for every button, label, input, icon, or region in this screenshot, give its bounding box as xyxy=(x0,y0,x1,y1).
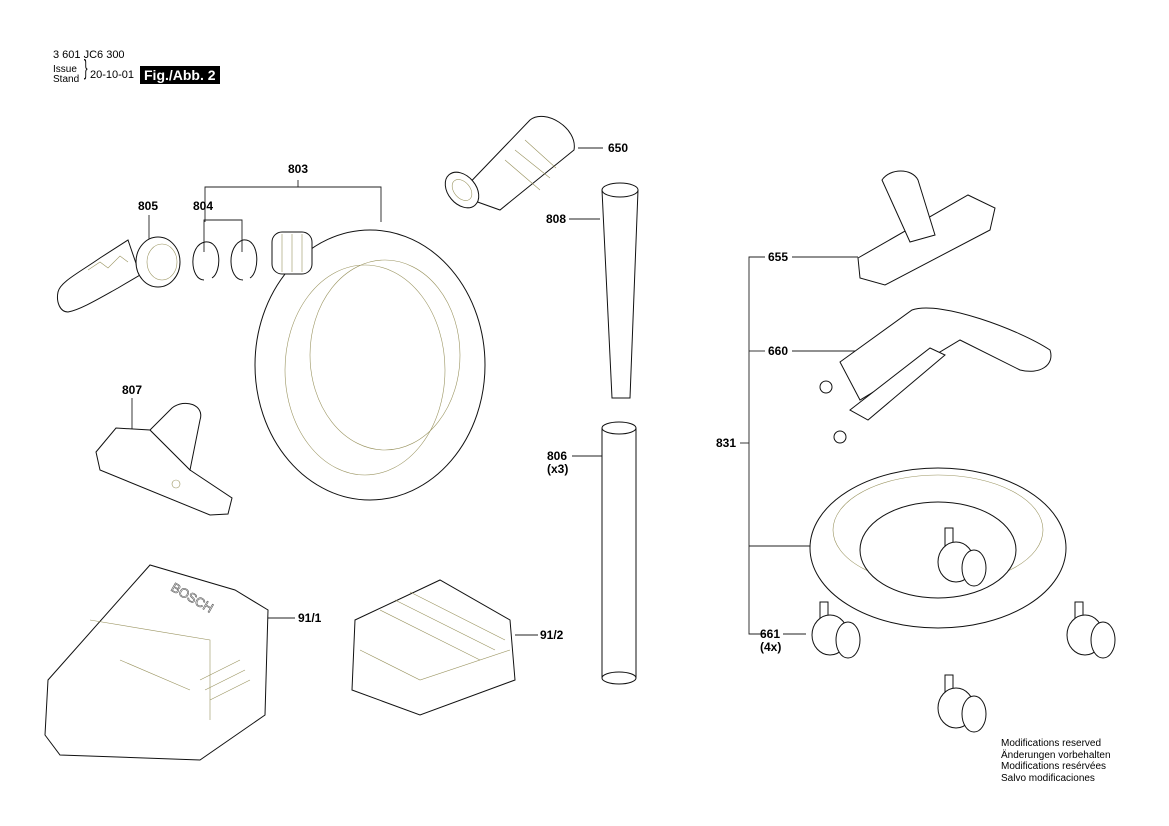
callout-91-1: 91/1 xyxy=(298,611,322,625)
caster-wheels-drawing xyxy=(811,527,1116,733)
document-number: 3 601 JC6 300 xyxy=(53,49,125,61)
leader-803 xyxy=(204,186,382,222)
note-en: Modifications reserved xyxy=(1001,738,1102,749)
issue-date: 20-10-01 xyxy=(90,69,135,81)
caster-wheel xyxy=(937,527,987,587)
hose-rings-drawing xyxy=(192,239,258,281)
note-fr: Modifications resérvées xyxy=(1001,761,1107,772)
note-es: Salvo modificaciones xyxy=(1001,772,1095,784)
trolley-base-drawing xyxy=(809,467,1067,629)
callout-808: 808 xyxy=(546,212,567,226)
upholstery-nozzle-drawing xyxy=(95,402,233,516)
charger-drawing: BOSCH xyxy=(44,564,269,761)
callout-655: 655 xyxy=(768,250,789,264)
extension-tube-drawing xyxy=(601,421,637,685)
floor-nozzle-drawing xyxy=(857,170,996,286)
issue-stand-labels: Issue Stand xyxy=(53,65,79,85)
hose-handle-drawing xyxy=(57,236,181,313)
callout-660: 660 xyxy=(768,344,789,358)
crevice-nozzle-drawing xyxy=(601,182,639,399)
brace-icon: } xyxy=(83,55,88,80)
battery-drawing xyxy=(351,579,516,716)
figure-label: Fig./Abb. 2 xyxy=(140,66,220,84)
callout-806-id: 806 xyxy=(547,449,568,463)
callout-661: 661 (4x) xyxy=(760,628,781,654)
callout-661-qty: (4x) xyxy=(760,640,782,654)
caster-wheel xyxy=(1066,601,1116,659)
modifications-note: Modifications reserved Änderungen vorbeh… xyxy=(1001,738,1111,784)
leader-lines xyxy=(131,147,858,636)
hose-drawing xyxy=(254,229,486,501)
leader-831 xyxy=(748,256,765,635)
leader-804 xyxy=(203,219,243,252)
caster-wheel xyxy=(937,674,987,733)
caster-wheel xyxy=(811,601,861,659)
callout-91-2: 91/2 xyxy=(540,628,564,642)
callout-805: 805 xyxy=(138,199,159,213)
callout-806: 806 (x3) xyxy=(547,450,568,476)
issue-label: Issue xyxy=(53,64,77,75)
callout-806-qty: (x3) xyxy=(547,462,569,476)
callout-807: 807 xyxy=(122,383,143,397)
callout-831: 831 xyxy=(716,436,737,450)
callout-804: 804 xyxy=(193,199,214,213)
stand-label: Stand xyxy=(53,74,80,85)
callout-803: 803 xyxy=(288,162,309,176)
note-de: Änderungen vorbehalten xyxy=(1001,749,1111,761)
shoulder-strap-drawing xyxy=(819,307,1052,444)
callout-650: 650 xyxy=(608,141,629,155)
callout-661-id: 661 xyxy=(760,627,781,641)
adapter-drawing xyxy=(444,115,575,211)
